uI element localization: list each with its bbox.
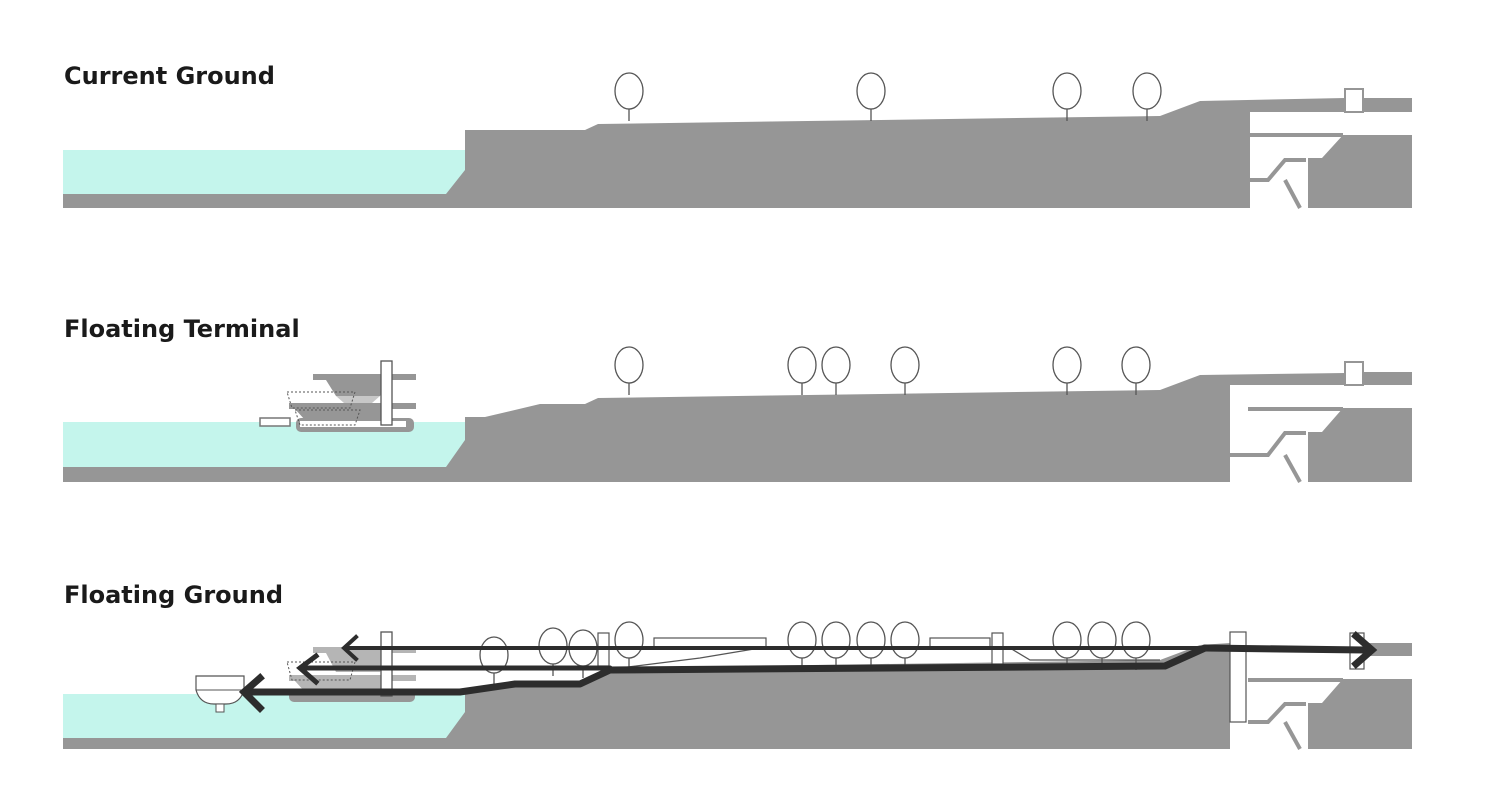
road-deck xyxy=(1364,98,1412,112)
current-ground-section xyxy=(63,72,1412,209)
water xyxy=(63,150,465,194)
ramp xyxy=(1250,158,1306,182)
ground-mass xyxy=(465,373,1345,482)
ramp xyxy=(1230,431,1306,457)
tree-icon xyxy=(614,72,644,122)
right-block xyxy=(1308,408,1412,482)
ramp xyxy=(1248,702,1306,724)
ramp-leg xyxy=(1283,721,1302,750)
tree-icon xyxy=(821,346,851,396)
tree-icon xyxy=(614,346,644,396)
pillar xyxy=(1229,631,1247,723)
section-title-floating-ground: Floating Ground xyxy=(64,581,283,609)
tree-icon xyxy=(890,346,920,396)
tree-icon xyxy=(856,72,886,122)
arrow-left-icon xyxy=(341,634,359,662)
arrow-left-icon xyxy=(238,673,265,713)
right-block xyxy=(1308,679,1412,749)
right-block xyxy=(1308,135,1412,208)
road-deck xyxy=(1364,372,1412,385)
structure-box xyxy=(1344,88,1364,113)
floating-ground-section xyxy=(63,621,1412,750)
tree-icon xyxy=(1132,72,1162,122)
section-title-floating-terminal: Floating Terminal xyxy=(64,315,300,343)
section-title-current-ground: Current Ground xyxy=(64,62,275,90)
tree-icon xyxy=(1052,72,1082,122)
pedestrian-ramp xyxy=(619,647,761,669)
circulation-paths xyxy=(244,644,1369,696)
riverbed xyxy=(63,440,465,482)
tree-icon xyxy=(479,636,509,686)
riverbed xyxy=(63,712,465,749)
floating-terminal-section xyxy=(63,346,1412,483)
road-deck xyxy=(1364,643,1412,656)
ground-mass xyxy=(465,98,1345,208)
riverbed xyxy=(63,170,465,208)
tree-icon xyxy=(568,629,598,679)
pedestrian-ramp xyxy=(1009,647,1160,661)
tree-icon xyxy=(1052,346,1082,396)
ramp-leg xyxy=(1283,454,1302,483)
ramp-leg xyxy=(1283,179,1302,209)
tree-icon xyxy=(1121,346,1151,396)
tree-icon xyxy=(787,346,817,396)
lower-path xyxy=(244,644,1209,696)
structure-box xyxy=(1344,361,1364,386)
floating-terminal-icon xyxy=(259,360,416,432)
arrow-left-icon xyxy=(296,652,320,686)
arrow-right-icon xyxy=(1351,631,1378,669)
main-path xyxy=(1201,644,1369,654)
